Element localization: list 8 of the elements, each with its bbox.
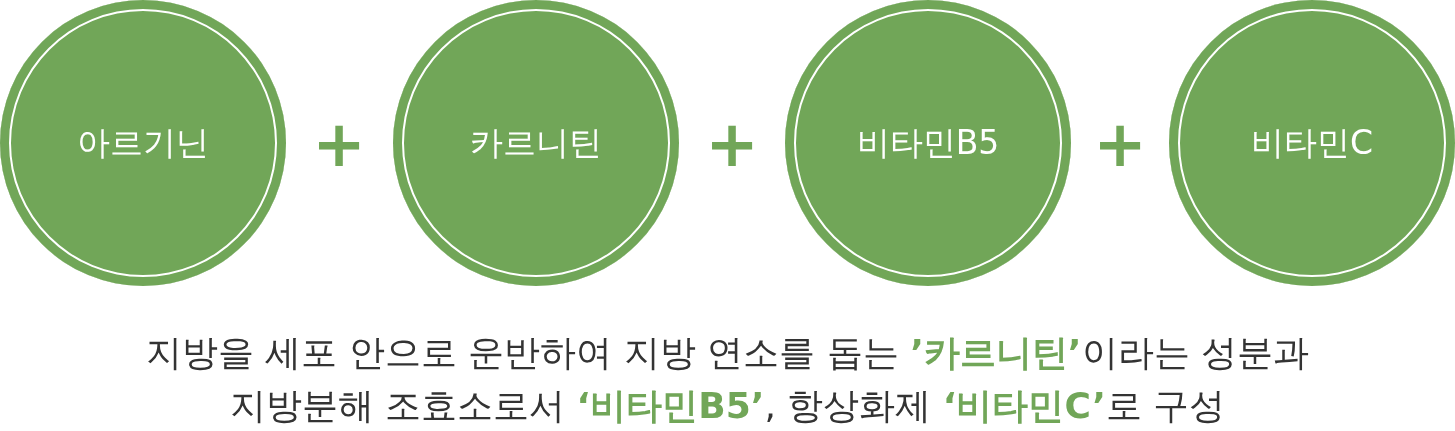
plus-sign: + — [312, 112, 366, 176]
circle-label: 아르기닌 — [77, 123, 209, 163]
plus-sign: + — [705, 112, 759, 176]
plus-sign: + — [1093, 112, 1147, 176]
circle-label: 비타민B5 — [856, 123, 1000, 163]
circle-label: 비타민C — [1250, 123, 1373, 163]
circle-label: 카르니틴 — [470, 123, 602, 163]
caption: 지방을 세포 안으로 운반하여 지방 연소를 돕는 ’카르니틴’이라는 성분과 지방분해 조효소로서 ‘비타민B5’, 항상화제 ‘비타민C’로 구성 — [145, 331, 1310, 428]
